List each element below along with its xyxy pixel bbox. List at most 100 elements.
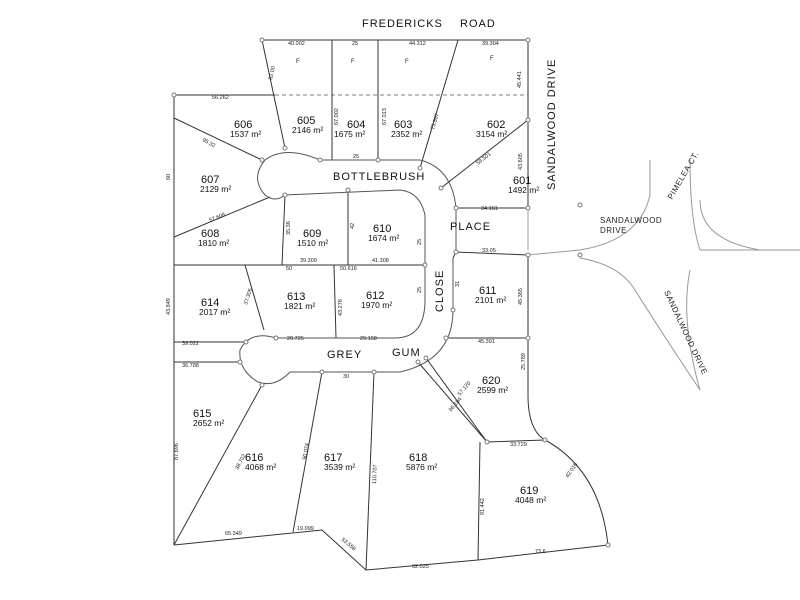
sandalwood-drive-right-label: SANDALWOOD DRIVE <box>662 289 709 376</box>
dim-label: 43.605 <box>518 153 524 170</box>
pimelea-edge-2 <box>699 199 761 251</box>
road-label: ROAD <box>460 18 496 30</box>
pimelea-edge-1 <box>689 159 800 251</box>
grey-label: GREY <box>327 349 362 361</box>
boundary-616-617 <box>292 371 323 533</box>
lot-616-number: 616 <box>245 452 263 464</box>
boundary-605-606-west <box>261 39 286 149</box>
lot-601-area: 1492 m² <box>508 185 539 195</box>
dim-label: 30 <box>343 374 349 380</box>
dim-label: 50.616 <box>340 266 357 272</box>
dim-label: 62.025 <box>412 564 429 570</box>
dim-label: 67.013 <box>382 108 388 125</box>
lot-615-number: 615 <box>193 408 211 420</box>
boundary-618-620 <box>417 361 488 443</box>
dim-label: 57.608 <box>209 212 227 224</box>
lot-603-number: 603 <box>394 119 412 131</box>
lot-618-area: 5876 m² <box>406 462 437 472</box>
lot-619-area: 4048 m² <box>515 495 546 505</box>
lot-620-number: 620 <box>482 375 500 387</box>
boundary-618-619 <box>477 441 481 561</box>
lot-610-number: 610 <box>373 223 391 235</box>
boundary-607-608 <box>173 196 271 238</box>
dim-label: 25 <box>417 287 423 293</box>
dim-label: 25 <box>417 239 423 245</box>
lot-604-number: 604 <box>347 119 365 131</box>
bottlebrush-bulb <box>257 152 321 200</box>
boundary-608-609 <box>281 194 286 266</box>
bottlebrush-south-edge <box>276 189 426 339</box>
dim-label: 52.00 <box>268 66 277 81</box>
dim-label: 43.276 <box>338 299 344 316</box>
dim-label: 41.308 <box>372 258 389 264</box>
dim-label: 67.002 <box>334 108 340 125</box>
lot-614-number: 614 <box>201 297 219 309</box>
dim-label: 73.6 <box>535 549 546 555</box>
dim-label: 53.558 <box>340 537 357 552</box>
flag-marker: F <box>490 56 494 62</box>
lot-labels: 601 1492 m² 602 3154 m² 603 2352 m² 604 … <box>193 115 546 505</box>
lot-607-area: 2129 m² <box>200 184 231 194</box>
lot-602-number: 602 <box>487 119 505 131</box>
grey-gum-south-edge <box>290 258 454 373</box>
survey-nodes <box>171 37 611 548</box>
flag-marker: F <box>351 59 355 65</box>
lot-612-area: 1970 m² <box>361 300 392 310</box>
lot-608-number: 608 <box>201 228 219 240</box>
east-boundary <box>527 340 609 546</box>
dim-label: 39.309 <box>300 258 317 264</box>
dim-label: 36.788 <box>182 363 199 369</box>
pimelea-ct-label: PIMELEA CT. <box>666 150 701 201</box>
boundary-613-614 <box>244 264 265 331</box>
lot-612-number: 612 <box>366 290 384 302</box>
lot-609-number: 609 <box>303 228 321 240</box>
lot-611-number: 611 <box>479 285 497 297</box>
dim-label: 35.36 <box>286 221 292 235</box>
lot-619-number: 619 <box>520 485 538 497</box>
dim-label: 44.312 <box>409 41 426 47</box>
lot-614-area: 2017 m² <box>199 307 230 317</box>
dim-label: 43.949 <box>166 298 172 315</box>
lot-601-number: 601 <box>513 175 531 187</box>
lot-602-area: 3154 m² <box>476 129 507 139</box>
lot-605-area: 2146 m² <box>292 125 323 135</box>
lot-616-area: 4068 m² <box>245 462 276 472</box>
dim-label: 20.725 <box>287 336 304 342</box>
dim-label: 29.158 <box>360 336 377 342</box>
bottlebrush-label: BOTTLEBRUSH <box>333 171 425 183</box>
close-label: CLOSE <box>434 270 446 312</box>
dim-label: 65.349 <box>225 531 242 537</box>
boundary-612-613 <box>333 264 337 339</box>
dim-label: 45.365 <box>518 288 524 305</box>
lot-608-area: 1810 m² <box>198 238 229 248</box>
lot-620-area: 2599 m² <box>477 385 508 395</box>
boundary-601-602 <box>440 119 529 189</box>
flag-markers: F F F F <box>296 56 494 65</box>
lot-617-number: 617 <box>324 452 342 464</box>
dim-label: 34.161 <box>481 206 498 212</box>
flag-marker: F <box>296 59 300 65</box>
dim-label: 39.304 <box>482 41 499 47</box>
external-roads <box>527 159 800 391</box>
lot-606-area: 1537 m² <box>230 129 261 139</box>
dim-label: 50 <box>286 266 292 272</box>
lot-610-area: 1674 m² <box>368 233 399 243</box>
boundary-619-620 <box>486 439 546 443</box>
lot-618-number: 618 <box>409 452 427 464</box>
lot-606-number: 606 <box>234 119 252 131</box>
boundary-606-607 <box>173 117 263 161</box>
dim-label: 110.707 <box>372 464 379 484</box>
lot-609-area: 1510 m² <box>297 238 328 248</box>
dim-label: 33.729 <box>510 442 527 448</box>
dim-label: 56.262 <box>212 95 229 101</box>
sandalwood-south-edge <box>579 257 701 391</box>
dim-label: 19.099 <box>297 526 314 532</box>
boundary-617-618 <box>365 371 375 571</box>
bottlebrush-north-edge <box>320 159 457 209</box>
dim-label: 33.05 <box>482 248 496 254</box>
flag-marker: F <box>405 59 409 65</box>
lot-617-area: 3539 m² <box>324 462 355 472</box>
boundary-602-603 <box>419 39 459 169</box>
dim-label: 37.306 <box>243 288 254 306</box>
